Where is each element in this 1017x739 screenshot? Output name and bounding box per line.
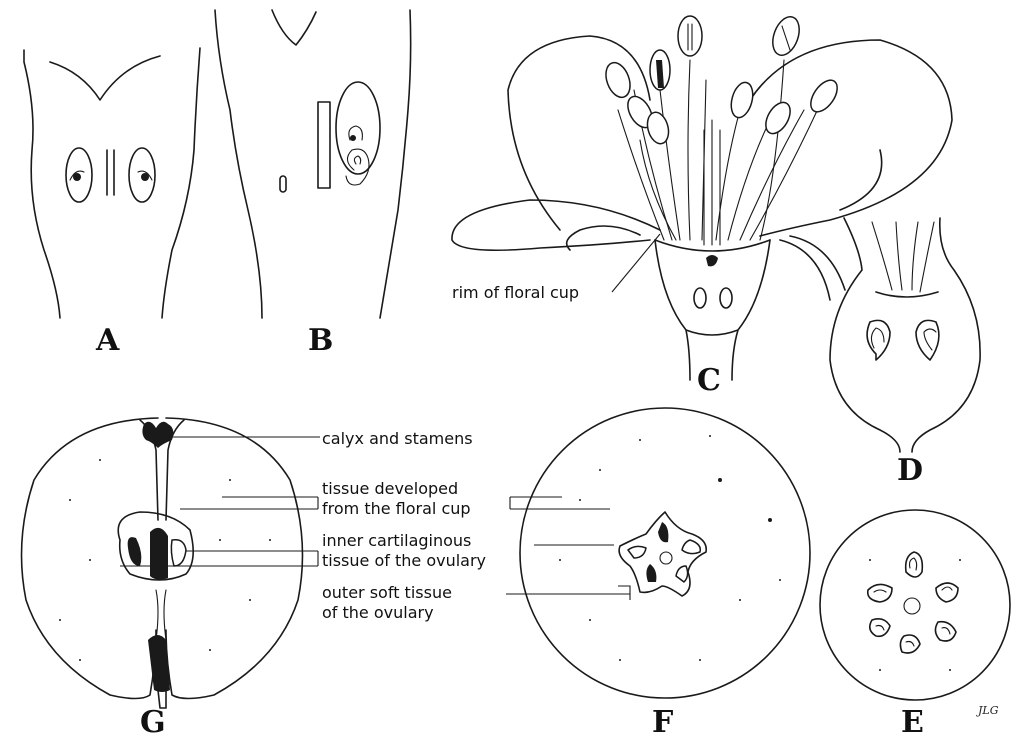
panel-label-a: A <box>95 323 120 358</box>
panel-label-f: F <box>652 705 673 739</box>
leader-tissue-developed-right <box>510 497 610 509</box>
panel-d-drawing <box>830 218 980 452</box>
panel-a-drawing <box>24 48 200 318</box>
panel-b-drawing <box>215 10 411 318</box>
label-outer-soft-tissue-2: of the ovulary <box>322 603 434 622</box>
label-tissue-developed-2: from the floral cup <box>322 499 471 518</box>
panel-label-c: C <box>697 363 721 398</box>
artist-signature: JLG <box>976 704 999 717</box>
label-outer-soft-tissue-1: outer soft tissue <box>322 583 452 602</box>
label-inner-cartilaginous-1: inner cartilaginous <box>322 531 471 550</box>
label-tissue-developed-1: tissue developed <box>322 479 458 498</box>
label-inner-cartilaginous-2: tissue of the ovulary <box>322 551 486 570</box>
panel-f-drawing <box>520 408 810 698</box>
panel-g-drawing <box>22 418 303 708</box>
panel-label-g: G <box>140 705 166 739</box>
panel-label-d: D <box>897 453 923 488</box>
label-calyx-and-stamens: calyx and stamens <box>322 429 473 448</box>
panel-e-drawing <box>820 510 1010 700</box>
label-rim-of-floral-cup: rim of floral cup <box>452 283 579 302</box>
leader-inner-cartilaginous-left <box>120 551 318 566</box>
panel-c-drawing <box>452 13 952 380</box>
panel-label-b: B <box>308 323 333 358</box>
panel-label-e: E <box>901 705 924 739</box>
